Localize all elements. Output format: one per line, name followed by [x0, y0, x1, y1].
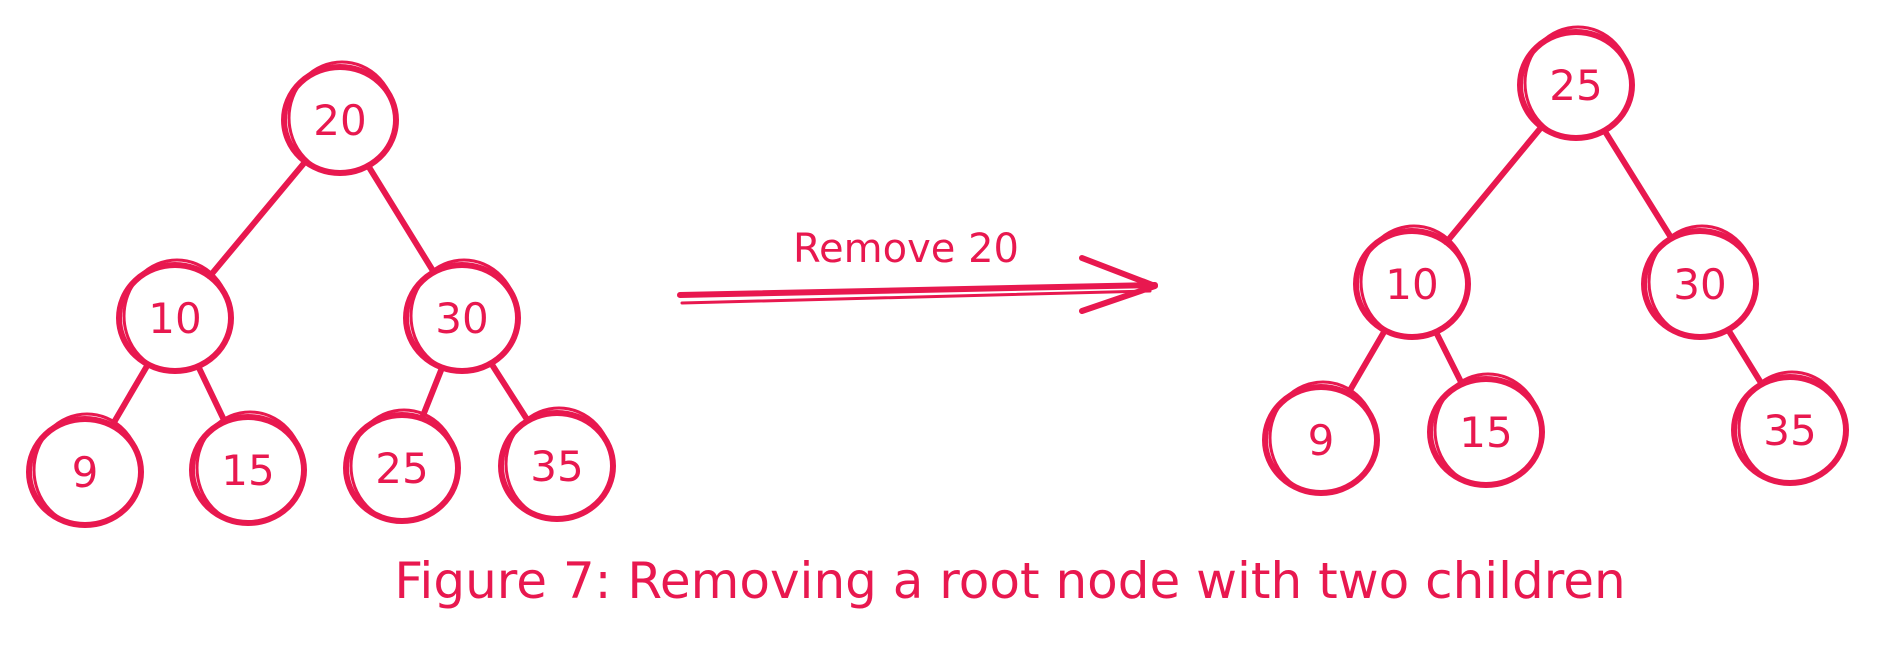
node-label: 35 [1763, 406, 1816, 455]
tree-edge-b10-b15 [195, 363, 228, 425]
node-circle-sketch [1433, 372, 1543, 488]
tree-node-25: 25 [343, 408, 461, 524]
tree-node-25: 25 [1517, 25, 1635, 141]
tree-edge-a25-a30 [1601, 127, 1675, 242]
tree-edge-b20-b10 [206, 158, 309, 280]
node-label: 30 [1673, 260, 1726, 309]
tree-edge-b30-b25 [419, 365, 445, 421]
tree-node-15: 15 [189, 410, 307, 526]
node-circle-sketch [409, 258, 519, 374]
node-circle-sketch [504, 406, 614, 522]
node-label: 15 [221, 446, 274, 495]
tree-edge-a25-a10 [1443, 123, 1545, 246]
tree-node-20: 20 [281, 60, 399, 176]
arrow-shaft-stroke [680, 289, 1152, 305]
tree-edge-b20-b30 [365, 163, 437, 275]
node-circle-sketch [1359, 224, 1469, 340]
arrow-head [1079, 255, 1158, 314]
node-label: 35 [530, 442, 583, 491]
tree-node-35: 35 [498, 406, 616, 522]
tree-node-9: 9 [26, 412, 144, 528]
tree-node-15: 15 [1427, 372, 1545, 488]
tree-node-30: 30 [1641, 224, 1759, 340]
node-circle-sketch [195, 410, 305, 526]
node-label: 9 [72, 448, 99, 497]
tree-node-10: 10 [1353, 224, 1471, 340]
arrow-shaft [677, 282, 1158, 298]
node-circle-sketch [349, 408, 459, 524]
node-label: 25 [375, 444, 428, 493]
node-circle-sketch [1523, 25, 1633, 141]
tree-node-10: 10 [116, 258, 234, 374]
node-label: 30 [435, 294, 488, 343]
node-circle-sketch [287, 60, 397, 176]
node-circle-sketch [122, 258, 232, 374]
after-tree: 25 10 30 9 15 35 [1262, 25, 1849, 496]
figure-caption: Figure 7: Removing a root node with two … [394, 552, 1625, 610]
tree-node-35: 35 [1731, 370, 1849, 486]
node-label: 15 [1459, 408, 1512, 457]
node-circle-sketch [32, 412, 142, 528]
node-label: 25 [1549, 61, 1602, 110]
tree-edge-a10-a15 [1433, 329, 1465, 387]
node-circle-sketch [1268, 380, 1378, 496]
arrow-label: Remove 20 [793, 226, 1019, 272]
tree-edge-a10-a9 [1345, 327, 1388, 397]
node-circle-sketch [1647, 224, 1757, 340]
node-label: 9 [1308, 416, 1335, 465]
node-label: 20 [313, 96, 366, 145]
tree-node-9: 9 [1262, 380, 1380, 496]
before-tree: 20 10 30 9 15 25 35 [26, 60, 616, 528]
tree-edge-a30-a35 [1725, 327, 1765, 387]
tree-edge-b30-b35 [488, 360, 531, 424]
node-label: 10 [1385, 260, 1438, 309]
tree-edge-b10-b9 [109, 361, 151, 429]
transition-arrow: Remove 20 [677, 226, 1158, 314]
tree-node-30: 30 [403, 258, 521, 374]
node-circle-sketch [1737, 370, 1847, 486]
node-label: 10 [148, 294, 201, 343]
